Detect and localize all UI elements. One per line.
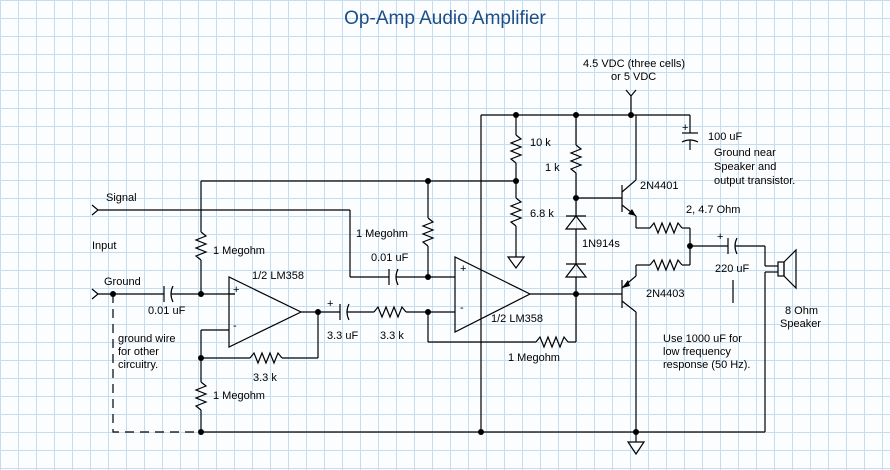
output-cap-plus: + <box>717 231 724 243</box>
input-capacitor <box>163 285 235 303</box>
coupling-cap-label: 3.3 uF <box>327 330 359 342</box>
emitter-resistors <box>636 221 728 272</box>
signal-label: Signal <box>106 192 137 204</box>
feedback1-label: 3.3 k <box>253 372 277 384</box>
diode-pair <box>564 215 588 294</box>
resistor-6k8 <box>506 197 526 270</box>
ground-label: Ground <box>104 276 141 288</box>
resistor-1k <box>569 115 622 216</box>
supply-label-1: 4.5 VDC (three cells) <box>583 58 686 70</box>
res-1k-label: 1 k <box>545 162 560 174</box>
transistor-q2 <box>621 265 637 432</box>
ground-rail <box>201 429 765 456</box>
lower-bias-label: 1 Megohm <box>213 390 265 402</box>
output-cap-note-3: response (50 Hz). <box>663 359 751 371</box>
opamp1-plus: + <box>233 284 240 296</box>
mid-cap-label: 0.01 uF <box>371 252 409 264</box>
mid-res-label: 1 Megohm <box>356 228 408 240</box>
supply-cap-plus: + <box>682 122 689 134</box>
feedback-resistor-1 <box>201 309 340 365</box>
upper-bias-label: 1 Megohm <box>213 245 265 257</box>
supply-cap-note-3: output transistor. <box>714 175 796 187</box>
speaker-label-2: Speaker <box>780 318 821 330</box>
output-cap-note-1: Use 1000 uF for <box>663 333 742 345</box>
diagram-title: Op-Amp Audio Amplifier <box>344 8 546 29</box>
emitter-res-label: 2, 4.7 Ohm <box>686 204 741 216</box>
feedback2-label: 1 Megohm <box>508 352 560 364</box>
mid-bias-resistor <box>421 178 435 277</box>
ground-wire-note-1: ground wire <box>118 333 176 345</box>
res-6k8-label: 6.8 k <box>530 208 554 220</box>
opamp2-label: 1/2 LM358 <box>491 313 543 325</box>
speaker <box>764 248 797 432</box>
mid-capacitor <box>388 268 455 286</box>
diodes-label: 1N914s <box>582 238 620 250</box>
supply-capacitor <box>681 115 699 150</box>
resistor-10k <box>509 115 523 198</box>
signal-wire <box>91 204 389 278</box>
supply-rail <box>478 89 690 435</box>
ground-wire-note-3: circuitry. <box>118 359 159 371</box>
ground-wire-dashed <box>112 294 201 433</box>
series-res-label: 3.3 k <box>380 330 404 342</box>
feedback-resistor-2 <box>427 294 577 349</box>
opamp2-plus: + <box>460 263 467 275</box>
input-cap-label: 0.01 uF <box>148 305 186 317</box>
series-resistor <box>373 305 455 319</box>
supply-label-2: or 5 VDC <box>611 71 657 83</box>
coupling-capacitor <box>339 303 374 321</box>
ground-wire-note-2: for other <box>118 346 159 358</box>
opamp1-minus: - <box>233 320 237 332</box>
output-capacitor <box>727 237 778 303</box>
q1-label: 2N4401 <box>640 180 679 192</box>
lower-bias-resistor <box>194 358 208 435</box>
output-cap-note-2: low frequency <box>663 346 731 358</box>
input-label: Input <box>92 240 117 252</box>
upper-bias-resistor <box>194 181 208 294</box>
supply-cap-note-2: Speaker and <box>714 161 777 173</box>
supply-cap-label: 100 uF <box>708 131 743 143</box>
speaker-label-1: 8 Ohm <box>785 305 819 317</box>
res-10k-label: 10 k <box>530 137 551 149</box>
coupling-plus: + <box>327 298 334 310</box>
q2-label: 2N4403 <box>646 288 685 300</box>
supply-cap-note-1: Ground near <box>714 147 776 159</box>
output-cap-label: 220 uF <box>715 263 750 275</box>
opamp-1 <box>198 276 303 361</box>
ground-input-wire <box>91 288 164 300</box>
opamp2-minus: - <box>460 302 464 314</box>
transistor-q1 <box>621 115 637 228</box>
opamp1-label: 1/2 LM358 <box>252 270 304 282</box>
